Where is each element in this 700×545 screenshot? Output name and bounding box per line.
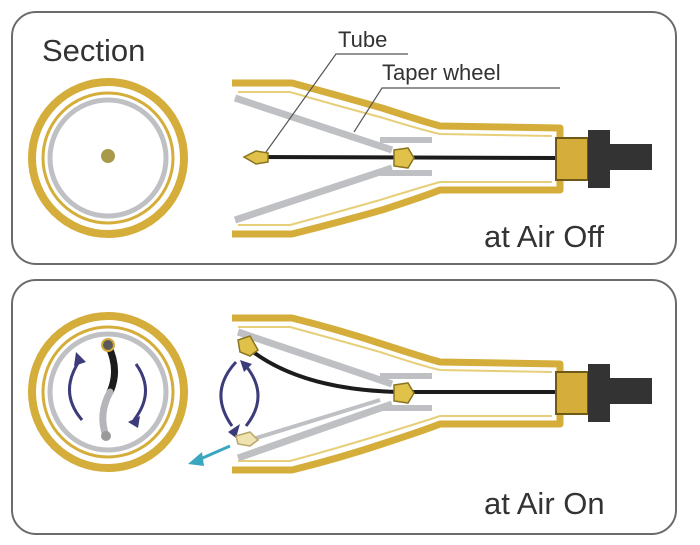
nozzle-outline: [232, 79, 564, 238]
tube-bottom-dot: [101, 431, 111, 441]
panel-air-on: at Air On: [11, 279, 677, 535]
upper-blade: [233, 94, 394, 154]
swing-arrow-right-icon: [244, 365, 260, 427]
state-label-air-on: at Air On: [484, 486, 605, 521]
section-label: Section: [42, 33, 145, 68]
lower-blade-inner: [249, 398, 381, 442]
panel-air-on-frame: [11, 279, 677, 535]
tube-tip: [242, 150, 269, 165]
lower-blade: [233, 164, 394, 224]
connector-clamp: [588, 364, 610, 422]
tube-line-swinging: [246, 346, 558, 394]
swing-arrows: [188, 360, 260, 466]
gray-ring: [47, 331, 169, 453]
tube-label: Tube: [338, 27, 387, 52]
tube-leader-line: [265, 53, 408, 153]
section-view-air-on: [28, 312, 188, 472]
tube-tip-upper: [237, 335, 259, 357]
swing-arrow-left-head-icon: [228, 424, 240, 438]
gray-ring: [47, 97, 169, 219]
rotation-arrow-left-icon: [68, 359, 84, 421]
nozzle-body-air-on: [232, 314, 652, 474]
connector-end: [610, 144, 652, 170]
state-label-air-off: at Air Off: [484, 219, 604, 254]
section-view-air-off: [28, 78, 188, 238]
air-out-arrow-head-icon: [188, 452, 204, 466]
nozzle-outline: [232, 314, 564, 474]
nozzle-inner-line: [238, 326, 553, 462]
lower-blade: [236, 400, 394, 462]
taper-wheel-leader-line: [353, 87, 560, 133]
panel-air-off-frame: [11, 11, 677, 265]
rotation-arrow-right-icon: [132, 363, 147, 421]
inner-gold-ring: [41, 91, 175, 225]
connector-body: [555, 371, 589, 415]
nozzle-inner-line: [238, 91, 553, 226]
tube-top-dot: [101, 338, 115, 352]
rotation-arrow-left-head-icon: [74, 352, 86, 366]
connector-body: [555, 137, 589, 181]
tube-tip-lower-ghost: [235, 431, 260, 447]
tube-center-dot: [101, 149, 115, 163]
taper-wheel: [393, 382, 415, 404]
taper-wheel: [393, 147, 415, 169]
connector-clamp: [588, 130, 610, 188]
connector-end: [610, 378, 652, 404]
inner-gold-ring: [41, 325, 175, 459]
nozzle-body-air-off: [232, 79, 652, 238]
air-out-arrow-icon: [197, 444, 231, 462]
panel-air-off: Section Tube: [11, 11, 677, 265]
swing-arrow-right-head-icon: [240, 360, 252, 372]
swing-arrow-left-icon: [219, 360, 238, 427]
rotation-arrow-right-head-icon: [128, 416, 140, 428]
upper-blade: [236, 328, 394, 388]
taper-wheel-label: Taper wheel: [382, 60, 501, 85]
